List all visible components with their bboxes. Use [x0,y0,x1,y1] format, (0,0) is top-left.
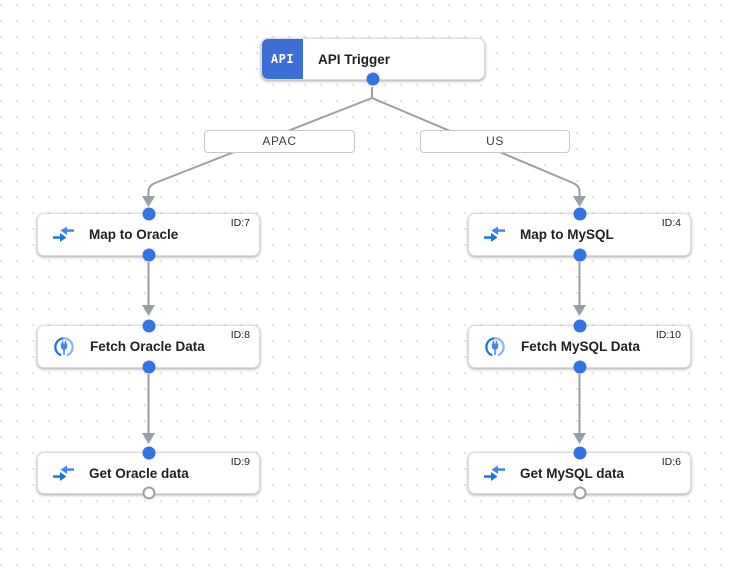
connector-icon [53,336,75,358]
node-map-to-oracle[interactable]: Map to Oracle ID:7 [37,207,260,262]
output-port[interactable] [142,248,155,262]
arrowhead-icon [573,433,586,444]
branch-label-apac[interactable]: APAC [204,130,355,153]
node-get-oracle-data[interactable]: Get Oracle data ID:9 [37,446,260,500]
data-mapping-icon [53,226,74,243]
node-fetch-mysql-data[interactable]: Fetch MySQL Data ID:10 [468,319,691,374]
data-mapping-icon [484,226,505,243]
input-port[interactable] [573,446,586,460]
node-label: Fetch Oracle Data [90,339,205,354]
arrowhead-icon [142,305,155,316]
node-fetch-oracle-data[interactable]: Fetch Oracle Data ID:8 [37,319,260,374]
node-id-badge: ID:7 [230,217,250,229]
input-port[interactable] [573,207,586,221]
branch-label-us[interactable]: US [420,130,570,153]
connector-icon [484,336,506,358]
node-id-badge: ID:9 [230,456,250,468]
arrowhead-icon [573,196,586,207]
output-port[interactable] [573,360,586,374]
input-port[interactable] [142,207,155,221]
output-port[interactable] [573,486,586,500]
node-label: Fetch MySQL Data [521,339,641,354]
input-port[interactable] [142,319,155,333]
output-port[interactable] [142,486,155,500]
node-map-to-mysql[interactable]: Map to MySQL ID:4 [468,207,691,262]
node-id-badge: ID:6 [661,456,681,468]
node-label: API Trigger [318,51,391,67]
node-id-badge: ID:8 [230,329,250,341]
node-label: Get Oracle data [89,465,189,481]
node-id-badge: ID:10 [655,329,681,341]
node-get-mysql-data[interactable]: Get MySQL data ID:6 [468,446,691,500]
input-port[interactable] [573,319,586,333]
output-port[interactable] [142,360,155,374]
output-port[interactable] [573,248,586,262]
node-label: Map to MySQL [520,227,614,242]
node-label: Map to Oracle [89,227,179,242]
node-id-badge: ID:4 [661,217,681,229]
data-mapping-icon [53,465,74,482]
node-api-trigger[interactable]: API API Trigger [261,38,485,86]
node-label: Get MySQL data [520,465,625,481]
output-port[interactable] [366,72,380,86]
edge-branch-apac [147,97,373,197]
arrowhead-icon [573,305,586,316]
arrowhead-icon [142,433,155,444]
input-port[interactable] [142,446,155,460]
data-mapping-icon [484,465,505,482]
api-icon: API [262,39,303,79]
arrowhead-icon [142,196,155,207]
edge-branch-us [371,97,581,197]
